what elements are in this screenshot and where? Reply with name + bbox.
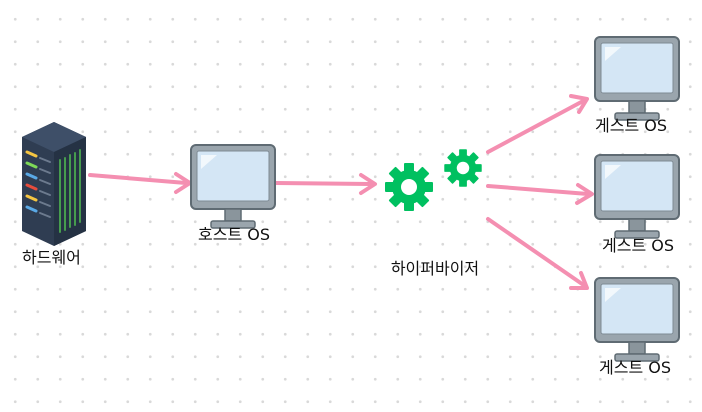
hypervisor-label: 하이퍼바이저 <box>391 259 479 278</box>
arrow-hypervisor-to-guest-top <box>486 94 589 154</box>
hardware-label: 하드웨어 <box>22 248 81 267</box>
gear-icon <box>385 149 482 211</box>
host-monitor-icon <box>190 144 276 229</box>
guest-monitor-top-icon <box>594 36 680 121</box>
guest-monitor-middle-icon <box>594 154 680 239</box>
guest-os-bottom-label: 게스트 OS <box>599 358 671 377</box>
arrow-hardware-to-host <box>88 172 192 194</box>
arrow-hypervisor-to-guest-bottom <box>486 217 589 290</box>
host-os-label: 호스트 OS <box>198 225 270 244</box>
guest-monitor-bottom-icon <box>594 277 680 362</box>
server-icon <box>22 122 86 246</box>
guest-os-top-label: 게스트 OS <box>595 116 667 135</box>
arrow-host-to-hypervisor <box>274 173 377 195</box>
arrow-hypervisor-to-guest-middle <box>486 183 594 205</box>
guest-os-middle-label: 게스트 OS <box>602 236 674 255</box>
